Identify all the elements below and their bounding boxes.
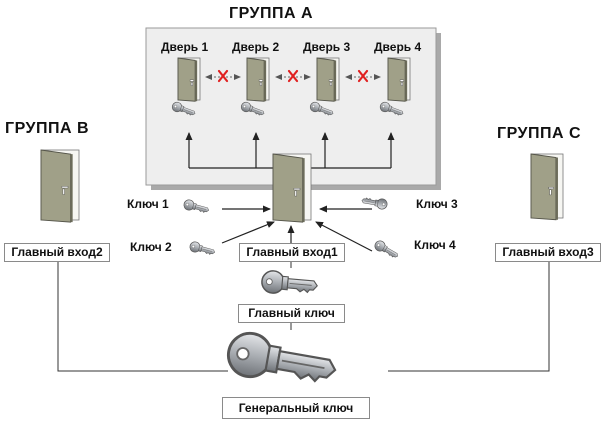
key-icon [379,101,404,116]
key-1-label: Ключ 1 [127,197,169,211]
key-icon [309,101,334,116]
main-entrance-3-label: Главный вход3 [495,243,601,262]
door-1-label: Дверь 1 [161,40,209,54]
door-icon [316,57,340,102]
key-3-label: Ключ 3 [416,197,458,211]
door-icon [530,153,564,221]
door-icon [246,57,270,102]
key-icon [261,270,318,294]
group-a-title: ГРУППА А [229,5,314,22]
door-2-label: Дверь 2 [232,40,280,54]
cross-icon [217,69,229,83]
door-icon [40,149,80,223]
key-icon [189,241,216,255]
key-arrows [221,205,373,252]
main-entrance-2-label: Главный вход2 [4,243,110,262]
key-icon [361,197,388,210]
master-key-label: Главный ключ [238,304,345,323]
door-icon [272,153,312,223]
connector-lines [57,262,550,372]
cross-icon [287,69,299,83]
door-3-label: Дверь 3 [303,40,351,54]
key-4-label: Ключ 4 [414,238,456,252]
key-2-label: Ключ 2 [130,240,172,254]
group-b-title: ГРУППА B [5,120,90,137]
group-c-title: ГРУППА C [497,125,582,142]
main-entrance-1-label: Главный вход1 [239,243,345,262]
key-icon [240,101,265,116]
cross-icon [357,69,369,83]
no-access-connectors [205,69,381,83]
door-icon [177,57,201,102]
key-icon [171,101,196,116]
grand-master-key-label: Генеральный ключ [222,397,370,419]
key-icon [183,199,210,213]
key-icon [374,240,398,258]
door-4-label: Дверь 4 [374,40,422,54]
key-icon [226,331,337,383]
door-icon [387,57,411,102]
